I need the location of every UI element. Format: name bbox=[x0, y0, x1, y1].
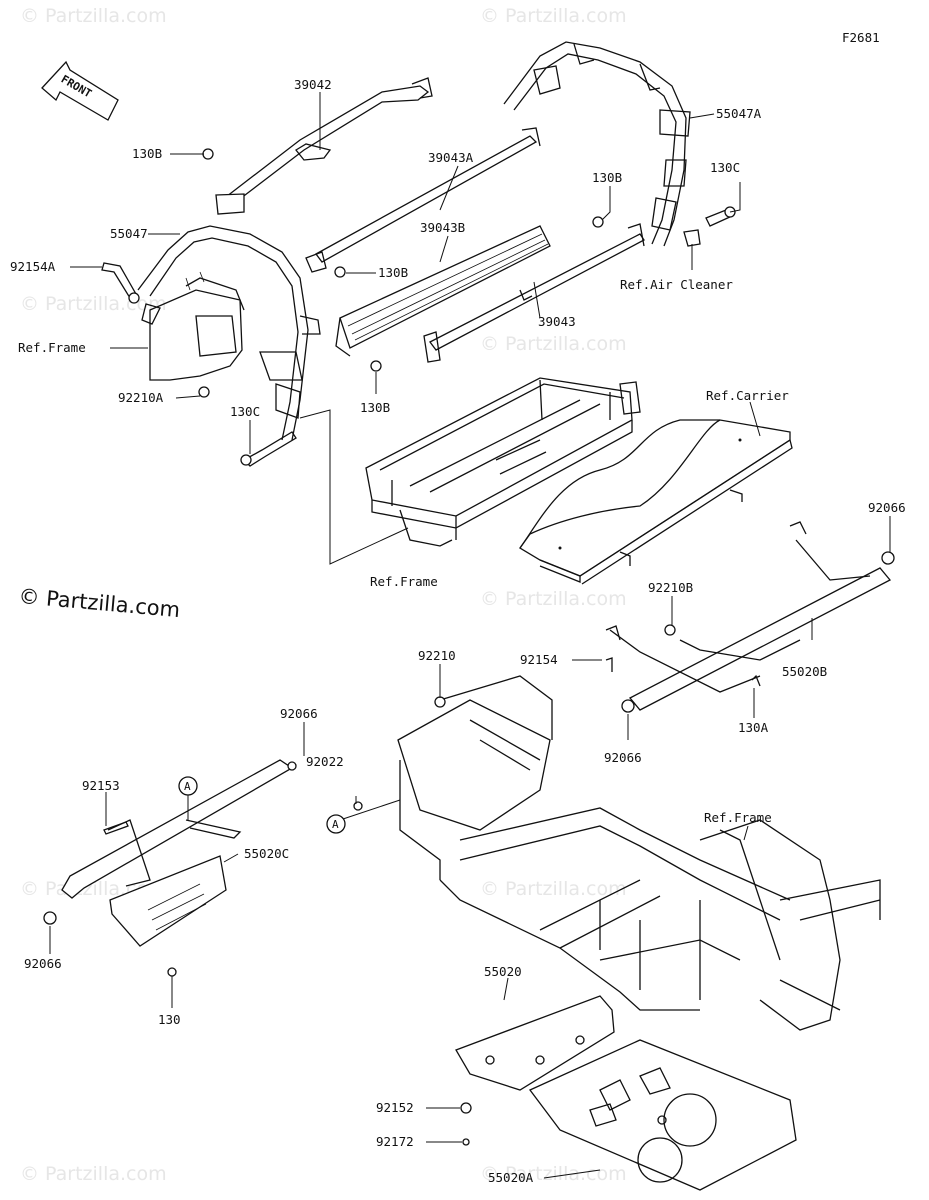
label-130B-mid: 130B bbox=[592, 170, 622, 185]
front-arrow-icon: FRONT bbox=[41, 60, 119, 121]
carrier-panel bbox=[519, 419, 793, 585]
label-ref-frame-left: Ref.Frame bbox=[18, 340, 86, 355]
watermark: © Partzilla.com bbox=[480, 333, 627, 355]
marker-a-label: A bbox=[332, 818, 339, 831]
watermark: © Partzilla.com bbox=[480, 1163, 627, 1185]
part-55020 bbox=[455, 995, 615, 1146]
leader-lines bbox=[49, 92, 891, 1179]
watermark: © Partzilla.com bbox=[480, 5, 627, 27]
label-130C-right: 130C bbox=[710, 160, 740, 175]
label-ref-frame-right: Ref.Frame bbox=[704, 810, 772, 825]
label-92066-right: 92066 bbox=[868, 500, 906, 515]
diagram-code: F2681 bbox=[842, 30, 880, 45]
label-39042: 39042 bbox=[294, 77, 332, 92]
part-55020A bbox=[528, 1039, 797, 1191]
marker-a-top: A bbox=[178, 776, 198, 796]
copyright-text: © Partzilla.com bbox=[18, 584, 182, 622]
label-92066-left-bottom: 92066 bbox=[24, 956, 62, 971]
nut-130B-top-icon bbox=[202, 148, 214, 160]
label-130B-center: 130B bbox=[378, 265, 408, 280]
watermark: © Partzilla.com bbox=[20, 5, 167, 27]
bolt-92153-icon bbox=[103, 821, 129, 835]
nut-130-icon bbox=[167, 967, 177, 977]
ref-frame-center-leader bbox=[299, 409, 409, 565]
part-55047 bbox=[137, 225, 321, 441]
marker-leaders bbox=[187, 795, 401, 820]
marker-a-mid: A bbox=[326, 814, 346, 834]
label-130B-top: 130B bbox=[132, 146, 162, 161]
marker-a-label: A bbox=[184, 780, 191, 793]
label-92152: 92152 bbox=[376, 1100, 414, 1115]
bolt-130C-right-icon bbox=[705, 206, 736, 227]
label-92210B: 92210B bbox=[648, 580, 693, 595]
bolt-92154A-icon bbox=[101, 262, 140, 304]
bolt-92172-icon bbox=[462, 1138, 470, 1146]
label-92153: 92153 bbox=[82, 778, 120, 793]
part-55020B bbox=[605, 521, 895, 713]
label-92066-left-top: 92066 bbox=[280, 706, 318, 721]
label-55020C: 55020C bbox=[244, 846, 289, 861]
label-39043: 39043 bbox=[538, 314, 576, 329]
washer-92152-icon bbox=[460, 1102, 472, 1114]
watermark-layer: © Partzilla.com © Partzilla.com © Partzi… bbox=[20, 5, 627, 1185]
nut-130B-mid-icon bbox=[334, 266, 346, 278]
label-92154: 92154 bbox=[520, 652, 558, 667]
nut-130B-low-icon bbox=[370, 360, 382, 372]
nut-92210B-icon bbox=[664, 624, 676, 636]
air-cleaner-clip-icon bbox=[683, 229, 701, 247]
part-39043B bbox=[335, 225, 551, 357]
label-55020: 55020 bbox=[484, 964, 522, 979]
label-39043B: 39043B bbox=[420, 220, 465, 235]
watermark: © Partzilla.com bbox=[20, 1163, 167, 1185]
label-130B-low: 130B bbox=[360, 400, 390, 415]
label-130C-left: 130C bbox=[230, 404, 260, 419]
nut-130B-right-icon bbox=[592, 216, 604, 228]
part-55047A bbox=[503, 41, 691, 247]
label-ref-air-cleaner: Ref.Air Cleaner bbox=[620, 277, 733, 292]
part-39042 bbox=[215, 77, 433, 215]
part-39043 bbox=[423, 223, 645, 363]
label-92022: 92022 bbox=[306, 754, 344, 769]
label-ref-frame-center: Ref.Frame bbox=[370, 574, 438, 589]
watermark: © Partzilla.com bbox=[480, 588, 627, 610]
label-39043A: 39043A bbox=[428, 150, 474, 165]
bolt-92154-icon bbox=[605, 657, 613, 672]
carrier-frame bbox=[365, 377, 641, 547]
label-92154A: 92154A bbox=[10, 259, 56, 274]
label-130: 130 bbox=[158, 1012, 181, 1027]
label-ref-carrier: Ref.Carrier bbox=[706, 388, 789, 403]
label-55020A: 55020A bbox=[488, 1170, 534, 1185]
part-39043A bbox=[305, 127, 541, 273]
label-92066-mid: 92066 bbox=[604, 750, 642, 765]
bolt-130A-icon bbox=[751, 674, 761, 687]
washer-92022-icon bbox=[353, 801, 363, 811]
label-92210A: 92210A bbox=[118, 390, 164, 405]
ref-frame-left-bracket bbox=[141, 271, 245, 398]
label-55047A: 55047A bbox=[716, 106, 762, 121]
nut-92210-icon bbox=[434, 696, 446, 708]
bolt-130C-left-icon bbox=[240, 431, 297, 467]
part-labels: 39042 55047A 130B 39043A 130B 130C 55047… bbox=[10, 77, 906, 1185]
label-92172: 92172 bbox=[376, 1134, 414, 1149]
label-92210: 92210 bbox=[418, 648, 456, 663]
label-55047: 55047 bbox=[110, 226, 148, 241]
part-55020C bbox=[43, 759, 297, 947]
label-55020B: 55020B bbox=[782, 664, 827, 679]
label-130A: 130A bbox=[738, 720, 769, 735]
main-frame bbox=[397, 675, 881, 1031]
watermark: © Partzilla.com bbox=[480, 878, 627, 900]
